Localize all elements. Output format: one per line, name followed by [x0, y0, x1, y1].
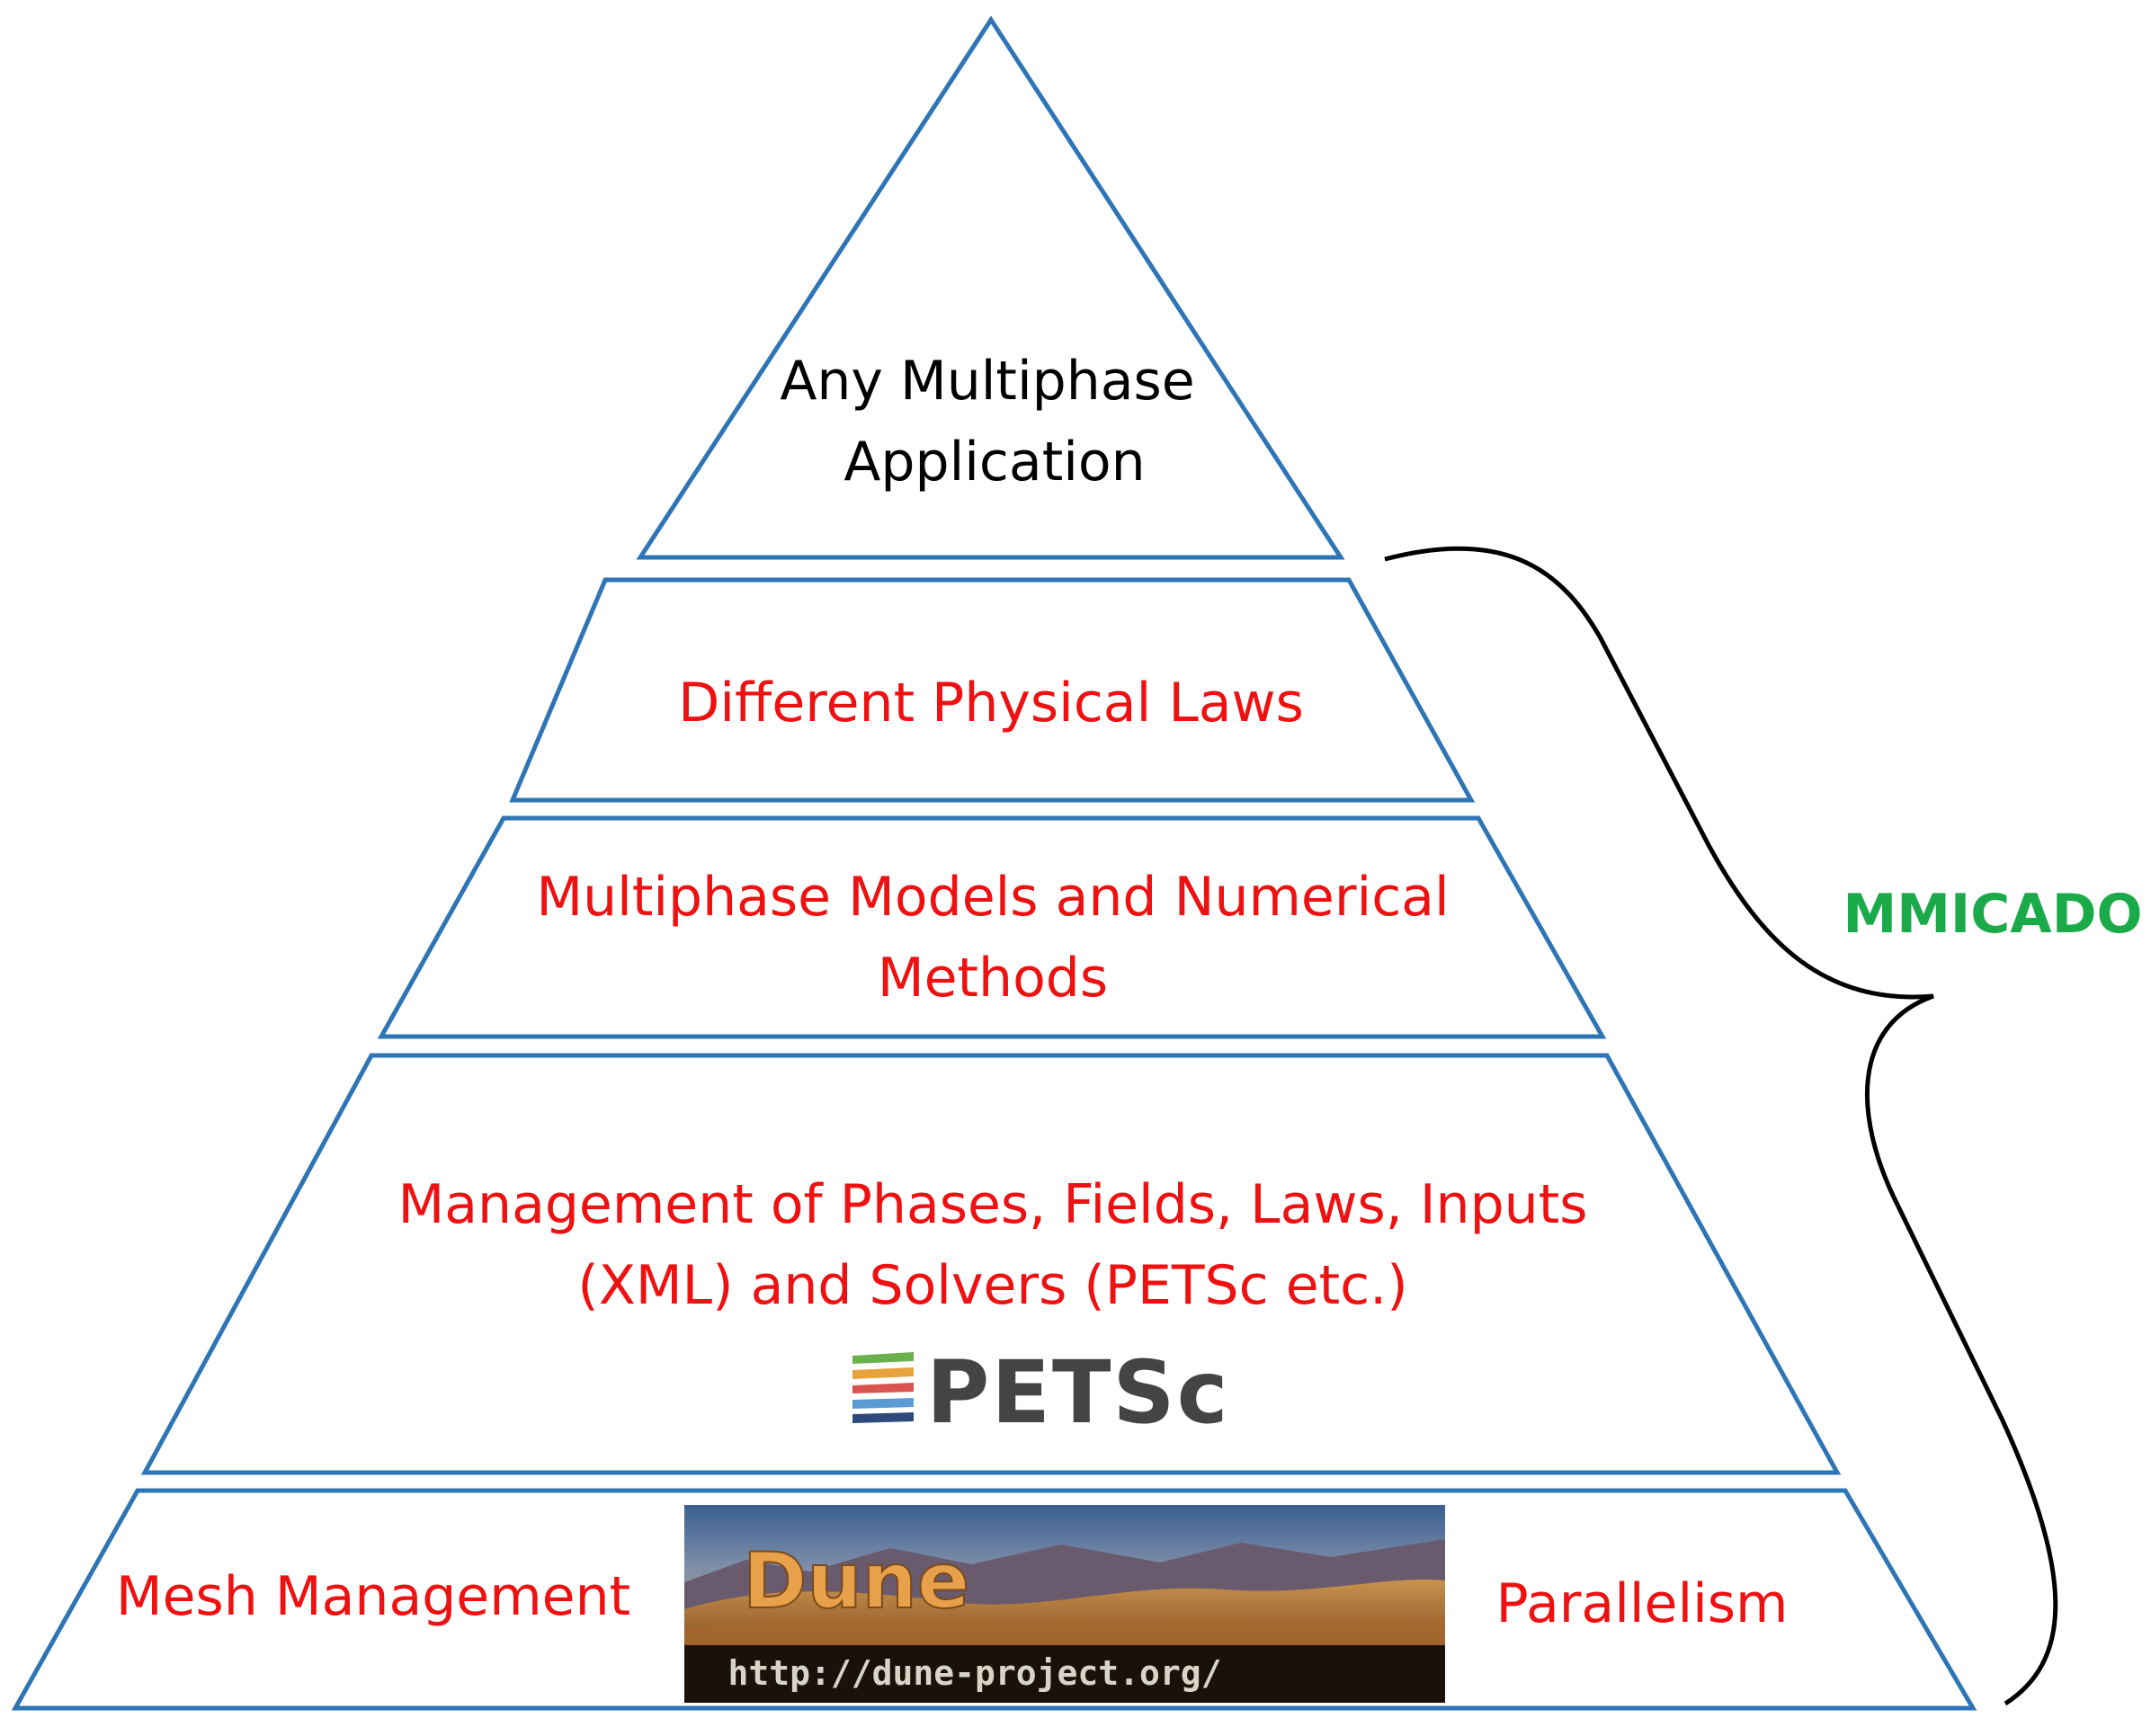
dune-logo-url: http://dune-project.org/ — [727, 1653, 1221, 1693]
tier-base: Mesh Management Parallelism Dune http://… — [11, 1488, 1977, 1711]
dune-logo: Dune http://dune-project.org/ — [684, 1505, 1445, 1703]
tier-models: Multiphase Models and Numerical Methods — [377, 815, 1607, 1039]
tier-apex-line2: Application — [843, 431, 1145, 494]
petsc-stripe — [852, 1383, 914, 1393]
tier-physical-laws-label: Different Physical Laws — [678, 672, 1304, 734]
petsc-stripe — [852, 1352, 914, 1364]
tier-apex-line1: Any Multiphase — [780, 350, 1194, 413]
tier-management-shape — [140, 1053, 1842, 1475]
mmicado-label: MMICADO — [1843, 883, 2142, 946]
petsc-logo-stripes — [852, 1352, 914, 1423]
petsc-logo: PETSc — [852, 1342, 1229, 1443]
mmicado-bracket — [1384, 546, 2058, 1706]
tier-management: Management of Phases, Fields, Laws, Inpu… — [140, 1053, 1842, 1475]
tier-physical-laws: Different Physical Laws — [509, 577, 1476, 803]
tier-apex: Any Multiphase Application — [636, 15, 1345, 560]
tier-base-mesh-label: Mesh Management — [116, 1565, 630, 1628]
tier-management-line2: (XML) and Solvers (PETSc etc.) — [577, 1254, 1407, 1317]
dune-logo-dune-ridge — [684, 1616, 1445, 1645]
petsc-stripe — [852, 1412, 914, 1423]
tier-models-shape — [377, 815, 1607, 1039]
dune-logo-title: Dune — [743, 1536, 969, 1626]
tier-management-line1: Management of Phases, Fields, Laws, Inpu… — [398, 1173, 1588, 1236]
tier-base-parallelism-label: Parallelism — [1496, 1572, 1789, 1635]
tier-physical-laws-shape — [509, 577, 1476, 803]
dune-logo-url-bar — [684, 1645, 1445, 1703]
petsc-logo-text: PETSc — [926, 1342, 1229, 1443]
petsc-stripe — [852, 1398, 914, 1409]
petsc-stripe — [852, 1367, 914, 1379]
tier-apex-shape — [636, 15, 1345, 560]
tier-models-line1: Multiphase Models and Numerical — [536, 866, 1449, 929]
tier-models-line2: Methods — [878, 947, 1108, 1010]
